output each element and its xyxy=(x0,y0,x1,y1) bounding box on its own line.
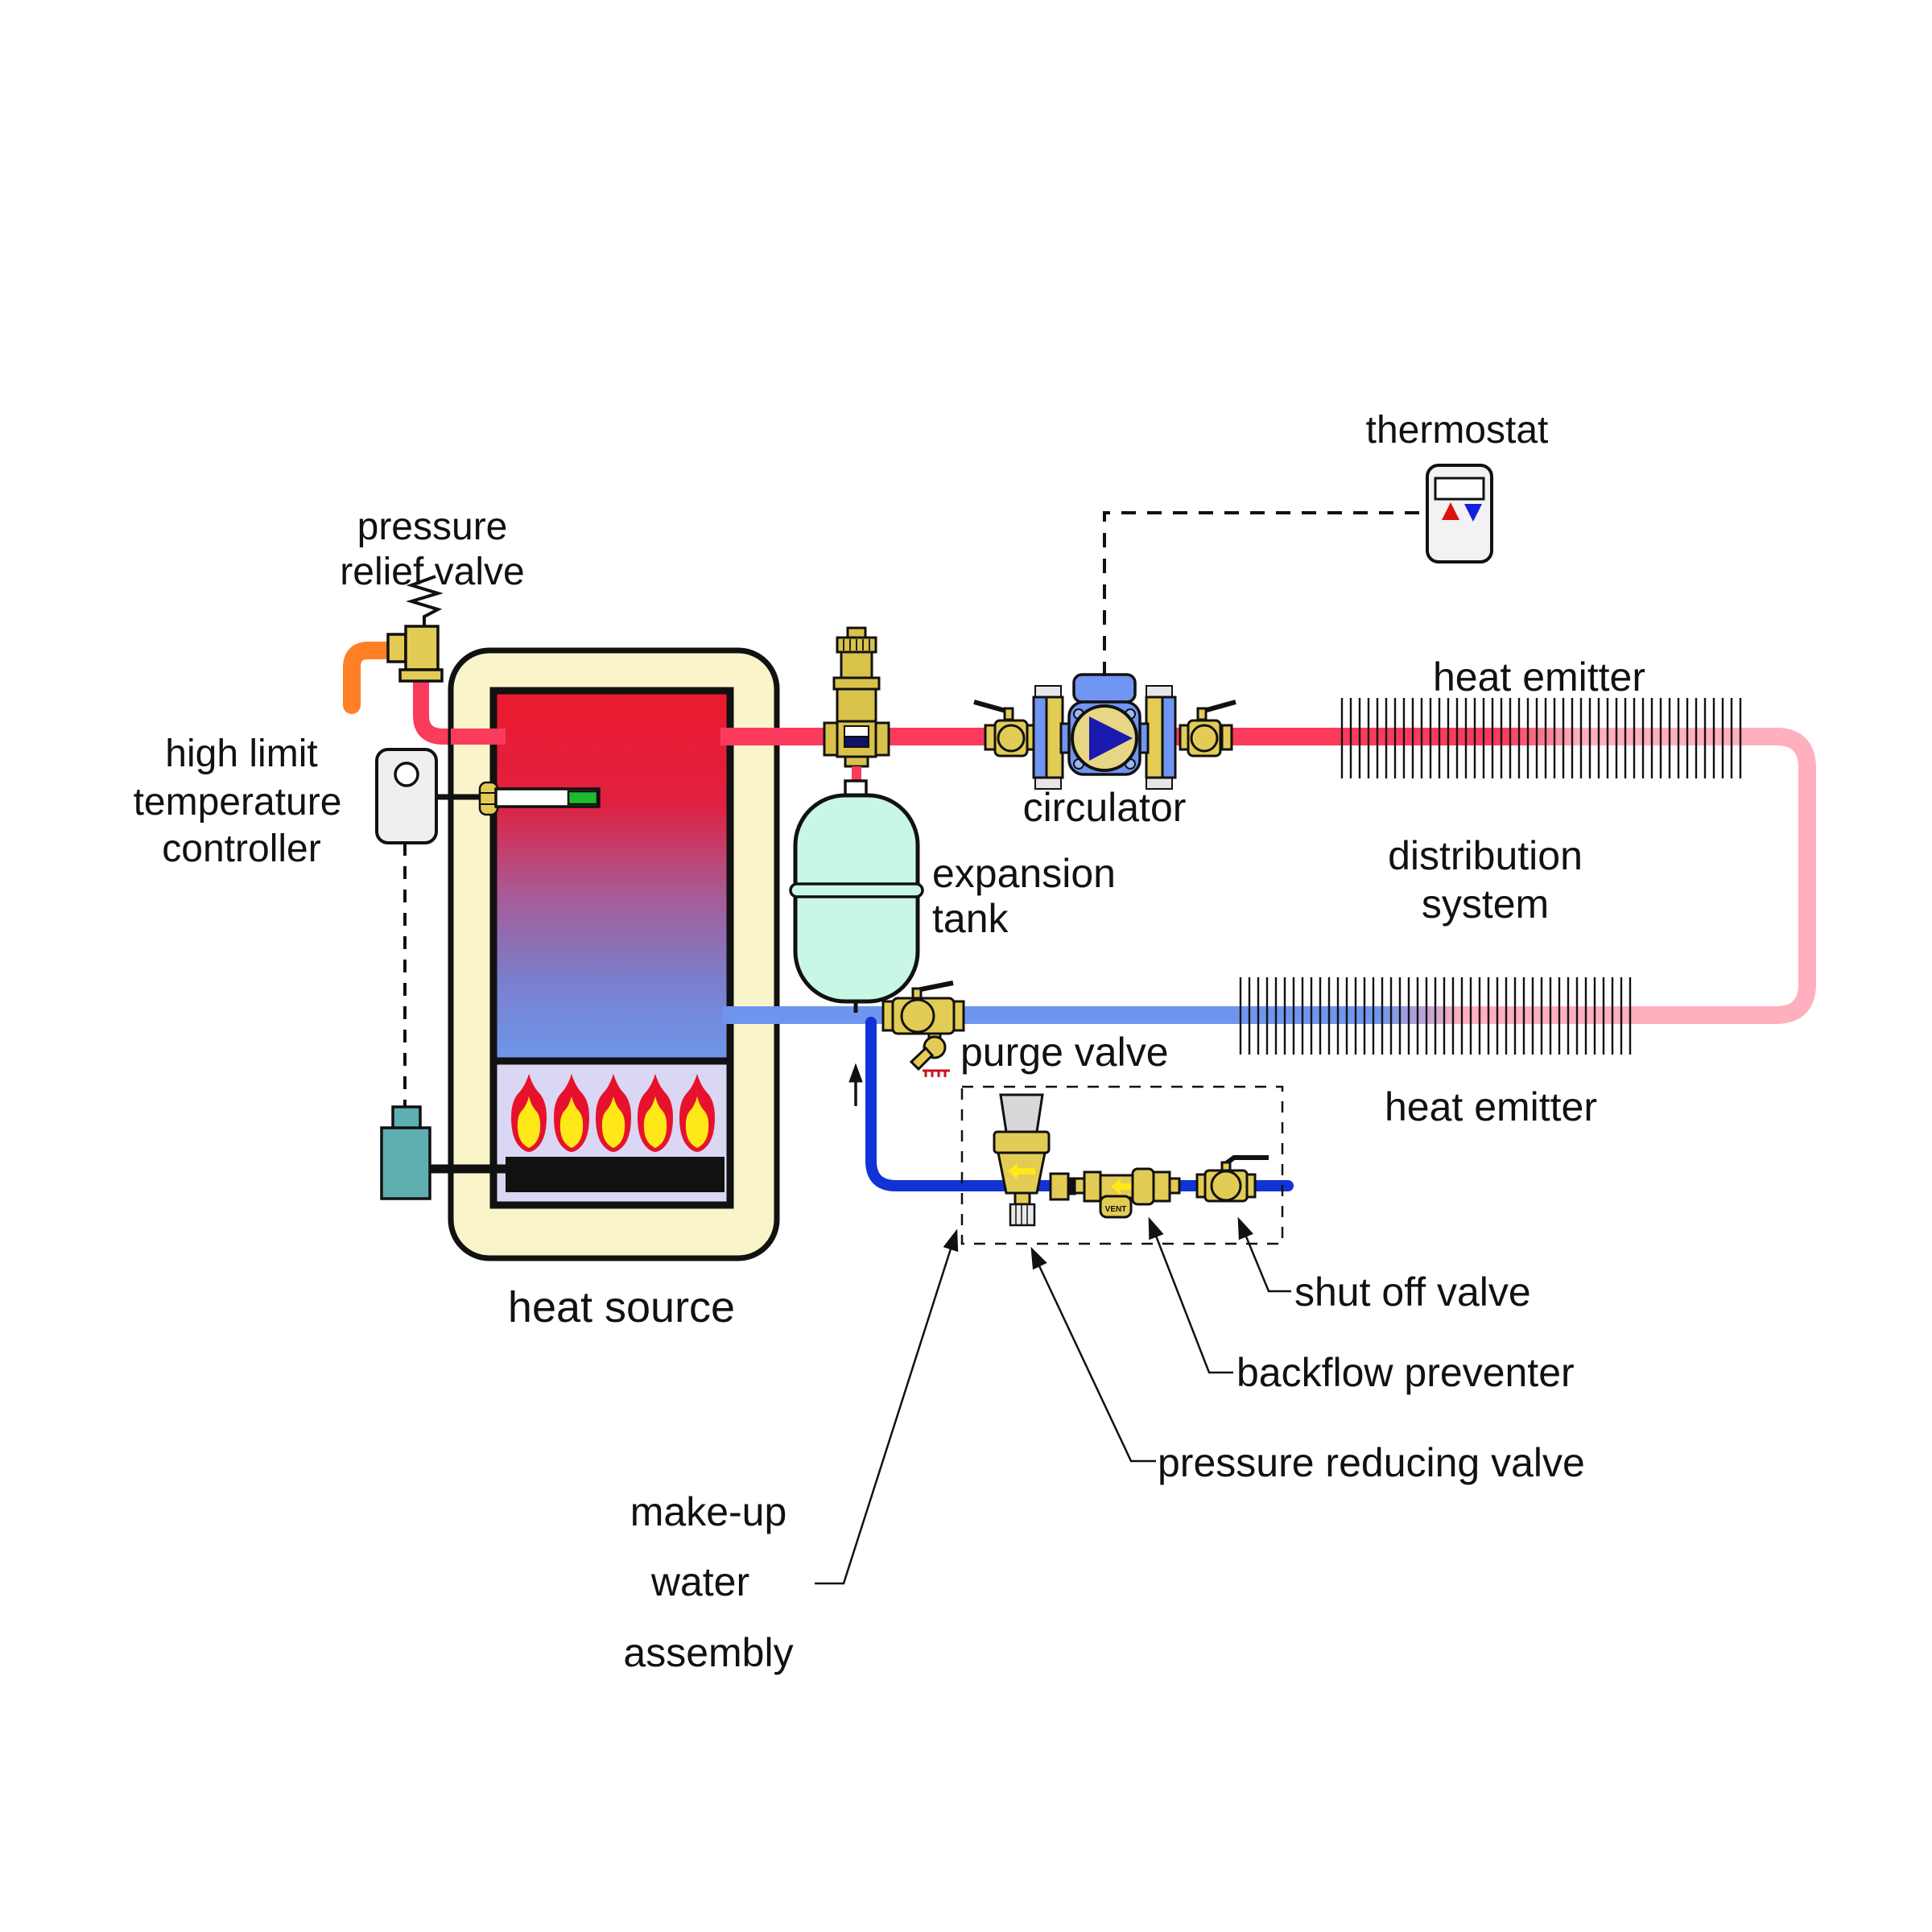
relief-inlet xyxy=(386,633,407,663)
label-hlc-line3: controller xyxy=(162,828,320,870)
label-heat-emitter-top: heat emitter xyxy=(1433,654,1645,700)
thermostat xyxy=(1426,464,1493,564)
leader-lines xyxy=(815,1216,1291,1585)
purge-drain-spout xyxy=(909,1046,935,1071)
label-makeup-line1: make-up xyxy=(630,1489,787,1534)
label-hlc-line1: high limit xyxy=(165,733,317,775)
heat-emitter-bottom-fins xyxy=(1239,977,1632,1055)
temp-down-icon xyxy=(1464,504,1482,522)
heat-source xyxy=(448,647,780,1261)
flow-arrow-icon xyxy=(1111,1179,1137,1195)
circulator-pump xyxy=(1067,673,1141,776)
expansion-tank-shell xyxy=(793,793,920,1004)
label-hlc-line2: temperature xyxy=(134,781,342,824)
impeller-icon xyxy=(1089,716,1133,761)
sight-glass-top xyxy=(844,725,869,737)
relief-body xyxy=(404,625,440,671)
temperature-sensor xyxy=(478,781,601,816)
label-pressure-reducing-valve: pressure reducing valve xyxy=(1158,1440,1585,1485)
shut-off-valve xyxy=(1195,1155,1269,1203)
thermostat-wire xyxy=(1103,511,1426,676)
temp-up-icon xyxy=(1442,502,1459,520)
expansion-tank xyxy=(789,779,924,1013)
label-makeup-line2: water xyxy=(650,1559,749,1604)
vent-label: VENT xyxy=(1105,1205,1127,1214)
label-makeup-line3: assembly xyxy=(623,1630,793,1675)
makeup-water-pipe xyxy=(865,1017,1294,1191)
label-thermostat: thermostat xyxy=(1366,409,1549,452)
controller-box xyxy=(375,748,438,844)
circulator-assembly xyxy=(973,673,1236,790)
air-vent-knob xyxy=(846,626,867,639)
ball-valve-right xyxy=(1179,700,1236,758)
flow-arrow-up xyxy=(848,1063,863,1106)
high-limit-controller xyxy=(375,748,601,1106)
purge-valve xyxy=(881,980,965,1077)
label-expansion-line2: tank xyxy=(932,896,1009,941)
valve-handle-icon xyxy=(916,980,954,993)
label-prv-line2: relief valve xyxy=(340,551,524,593)
supply-pipe xyxy=(712,728,1816,1024)
label-prv-line1: pressure xyxy=(357,506,508,548)
thermostat-display xyxy=(1434,477,1485,501)
controller-dial-icon xyxy=(394,762,419,787)
label-heat-emitter-bottom: heat emitter xyxy=(1385,1084,1597,1129)
makeup-assembly-box xyxy=(960,1085,1284,1245)
leader-prv xyxy=(1030,1246,1156,1463)
sight-glass-bottom xyxy=(844,736,869,748)
label-distribution-line1: distribution xyxy=(1388,833,1583,878)
relief-spring-icon xyxy=(406,575,444,630)
pressure-reducing-valve xyxy=(993,1093,1051,1227)
air-separator xyxy=(823,626,890,786)
prv-adjuster xyxy=(1009,1203,1036,1227)
label-shut-off-valve: shut off valve xyxy=(1294,1269,1531,1315)
heat-emitter-top-fins xyxy=(1340,698,1742,778)
label-heat-source: heat source xyxy=(508,1283,735,1331)
expansion-tank-seam xyxy=(789,882,924,898)
label-backflow-preventer: backflow preventer xyxy=(1236,1350,1575,1395)
purge-drain-cap xyxy=(923,1069,950,1077)
valve-handle-icon xyxy=(973,700,1009,714)
relief-valve-pipe xyxy=(413,672,514,745)
sensor-tip xyxy=(567,790,599,806)
label-purge-valve: purge valve xyxy=(960,1030,1169,1075)
vent-port xyxy=(1099,1195,1133,1219)
boiler-water-volume xyxy=(489,687,734,1065)
leader-shutoff xyxy=(1237,1216,1291,1293)
burner-bar xyxy=(506,1157,724,1192)
prv-cap xyxy=(999,1093,1044,1133)
backflow-preventer: VENT xyxy=(1049,1167,1181,1219)
leader-backflow xyxy=(1148,1216,1233,1374)
pressure-relief-valve xyxy=(386,575,444,683)
label-expansion-line1: expansion xyxy=(932,851,1116,896)
label-circulator: circulator xyxy=(1023,785,1187,830)
gas-valve xyxy=(380,1105,533,1200)
relief-flange xyxy=(398,668,444,683)
relief-discharge-pipe xyxy=(343,642,394,714)
leader-makeup xyxy=(815,1228,959,1585)
pump-flanges xyxy=(1032,696,1177,779)
flow-arrow-icon xyxy=(1008,1163,1035,1179)
label-distribution-line2: system xyxy=(1422,881,1549,927)
